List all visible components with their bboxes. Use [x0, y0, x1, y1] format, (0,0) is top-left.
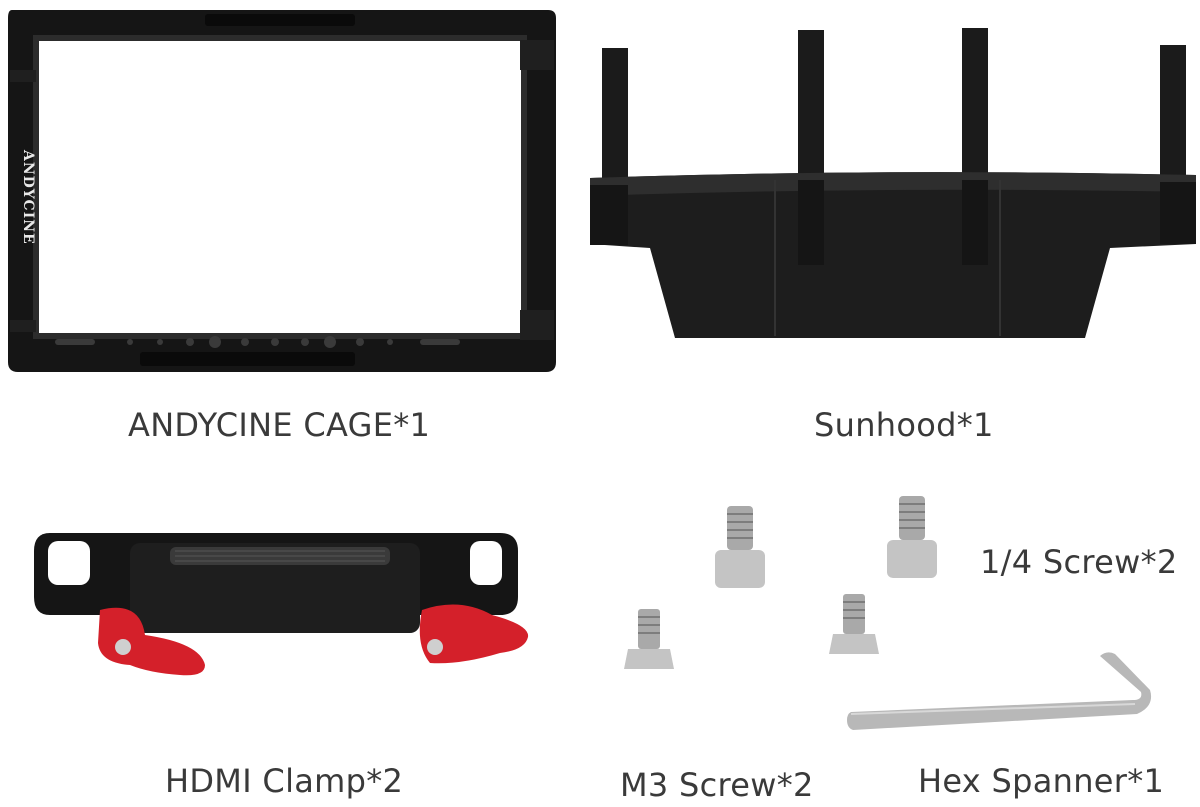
quarter-inch-screw-icon: [887, 496, 937, 578]
hex-key-icon: [847, 652, 1152, 730]
monitor-cage-icon: [8, 10, 556, 372]
hdmi-clamp-icon: [34, 533, 529, 676]
quarter-screw-caption: 1/4 Screw*2: [980, 543, 1178, 581]
m3-screw-icon: [624, 609, 674, 669]
sunhood-icon: [590, 28, 1196, 338]
cage-brand-text: ANDYCINE: [20, 150, 36, 245]
quarter-inch-screw-icon: [715, 506, 765, 588]
cage-caption: ANDYCINE CAGE*1: [128, 406, 431, 444]
hdmi-clamp-caption: HDMI Clamp*2: [165, 762, 404, 800]
m3-screw-icon: [829, 594, 879, 654]
m3-screw-caption: M3 Screw*2: [620, 766, 814, 804]
hex-spanner-caption: Hex Spanner*1: [918, 762, 1165, 800]
sunhood-caption: Sunhood*1: [814, 406, 994, 444]
